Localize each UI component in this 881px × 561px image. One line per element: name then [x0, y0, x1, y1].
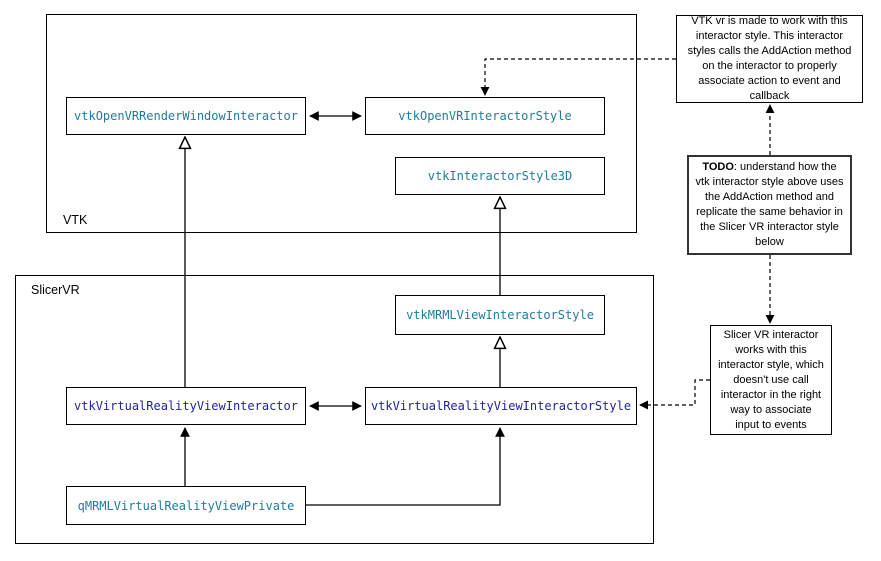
node-vtkopenvrinteractorstyle[interactable]: vtkOpenVRInteractorStyle — [365, 97, 605, 135]
note-text: TODO: understand how the vtk interactor … — [696, 160, 844, 250]
note-text: Slicer VR interactor works with this int… — [718, 328, 824, 431]
slicervr-group-box[interactable]: SlicerVR — [15, 275, 654, 544]
node-label: vtkVirtualRealityViewInteractorStyle — [370, 399, 632, 413]
vtk-group-label: VTK — [63, 213, 88, 227]
todo-body-text: : understand how the vtk interactor styl… — [695, 161, 844, 248]
slicervr-group-label: SlicerVR — [31, 283, 80, 297]
node-vtkmrmlviewinteractorstyle[interactable]: vtkMRMLViewInteractorStyle — [395, 295, 605, 335]
note-text: VTK vr is made to work with this interac… — [687, 15, 852, 102]
node-label: vtkMRMLViewInteractorStyle — [406, 308, 594, 322]
vtk-group-box[interactable]: VTK — [46, 14, 637, 233]
note-slicer-vr-interactor[interactable]: Slicer VR interactor works with this int… — [710, 325, 832, 435]
node-label: vtkInteractorStyle3D — [427, 169, 573, 183]
node-label: qMRMLVirtualRealityViewPrivate — [77, 498, 295, 513]
node-label: vtkVirtualRealityViewInteractor — [74, 399, 298, 413]
note-vtk-interactor-style[interactable]: VTK vr is made to work with this interac… — [676, 15, 863, 103]
node-vtkvirtualrealityviewinteractorstyle[interactable]: vtkVirtualRealityViewInteractorStyle — [365, 387, 637, 425]
node-vtkinteractorstyle3d[interactable]: vtkInteractorStyle3D — [395, 157, 605, 195]
node-vtkvirtualrealityviewinteractor[interactable]: vtkVirtualRealityViewInteractor — [66, 387, 306, 425]
node-vtkopenvrrenderwindowinteractor[interactable]: vtkOpenVRRenderWindowInteractor — [66, 97, 306, 135]
todo-bold-label: TODO — [702, 161, 734, 173]
note-todo[interactable]: TODO: understand how the vtk interactor … — [687, 155, 852, 255]
node-qmrmlvirtualrealityviewprivate[interactable]: qMRMLVirtualRealityViewPrivate — [66, 486, 306, 525]
node-label: vtkOpenVRInteractorStyle — [398, 109, 572, 123]
node-label: vtkOpenVRRenderWindowInteractor — [74, 109, 298, 123]
